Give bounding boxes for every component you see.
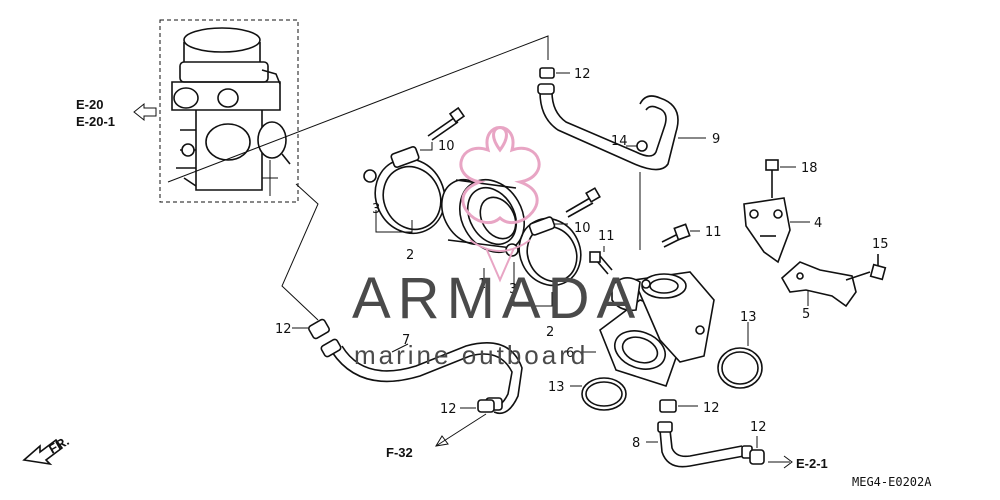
callout-12-left: 12: [275, 322, 292, 337]
callout-18: 18: [801, 161, 818, 176]
front-direction-indicator: FR.: [22, 433, 72, 466]
callout-7: 7: [402, 333, 410, 348]
callout-2-upper: 2: [406, 248, 414, 263]
callout-4: 4: [814, 216, 822, 231]
bolt-18: [765, 159, 779, 198]
bolt-15: [869, 254, 887, 281]
callout-10-upper: 10: [438, 139, 455, 154]
callout-8: 8: [632, 436, 640, 451]
o-ring-13-lower: [581, 377, 627, 411]
hose-clamp-2-lower: [505, 216, 582, 287]
ref-e20-1-label: E-20-1: [76, 114, 115, 129]
callout-12-right: 12: [750, 420, 767, 435]
bolt-11-left: [589, 251, 613, 275]
callout-12-top: 12: [574, 67, 591, 82]
ref-e2-1-label: E-2-1: [796, 456, 828, 471]
callout-9: 9: [712, 132, 720, 147]
reference-e20: E-20 E-20-1: [76, 97, 157, 129]
hose-9: [537, 83, 679, 171]
arrow-down-left-icon: [435, 435, 449, 447]
callout-3-lower: 3: [509, 282, 517, 297]
arrow-right-icon: [768, 455, 793, 469]
hose-clamp-2-upper: [363, 146, 446, 235]
callout-15: 15: [872, 237, 889, 252]
clamp-12-right: [749, 449, 765, 465]
callout-13-lower: 13: [548, 380, 565, 395]
callout-11-left: 11: [598, 229, 615, 244]
clamp-12-top: [539, 67, 570, 79]
callout-11-right: 11: [705, 225, 722, 240]
callout-6: 6: [566, 346, 574, 361]
callout-1: 1: [478, 277, 486, 292]
callout-13-right: 13: [740, 310, 757, 325]
callout-10-mid: 10: [574, 221, 591, 236]
callout-3-upper: 3: [372, 202, 380, 217]
intake-manifold-6: [599, 271, 715, 387]
ref-f32-label: F-32: [386, 445, 413, 460]
arrow-left-icon: [133, 102, 157, 122]
diagram-code: MEG4-E0202A: [852, 475, 932, 489]
bolt-10-upper: [427, 106, 466, 141]
clamp-12-left: [308, 318, 330, 340]
carburetor-assembly: [159, 19, 299, 203]
callout-5: 5: [802, 307, 810, 322]
bracket-5: [780, 261, 871, 308]
clamp-12-mid: [659, 399, 677, 413]
watermark: ARMADA marine outboard: [352, 126, 642, 370]
intake-boot-1: [440, 179, 525, 253]
bolt-10-mid: [565, 187, 601, 218]
callout-2-lower: 2: [546, 325, 554, 340]
bolt-11-right: [661, 223, 691, 248]
watermark-tagline: marine outboard: [354, 340, 588, 370]
callout-14: 14: [611, 134, 628, 149]
callout-12-bottom: 12: [440, 402, 457, 417]
ref-e20-label: E-20: [76, 97, 103, 112]
bracket-4: [743, 197, 791, 264]
callout-12-mid: 12: [703, 401, 720, 416]
watermark-logo-icon: [459, 126, 541, 225]
watermark-brand: ARMADA: [352, 266, 642, 331]
hose-8: [657, 421, 753, 468]
front-arrow-icon: [22, 438, 64, 466]
o-ring-13-right: [717, 347, 763, 389]
clamp-12-bottom: [477, 399, 495, 413]
